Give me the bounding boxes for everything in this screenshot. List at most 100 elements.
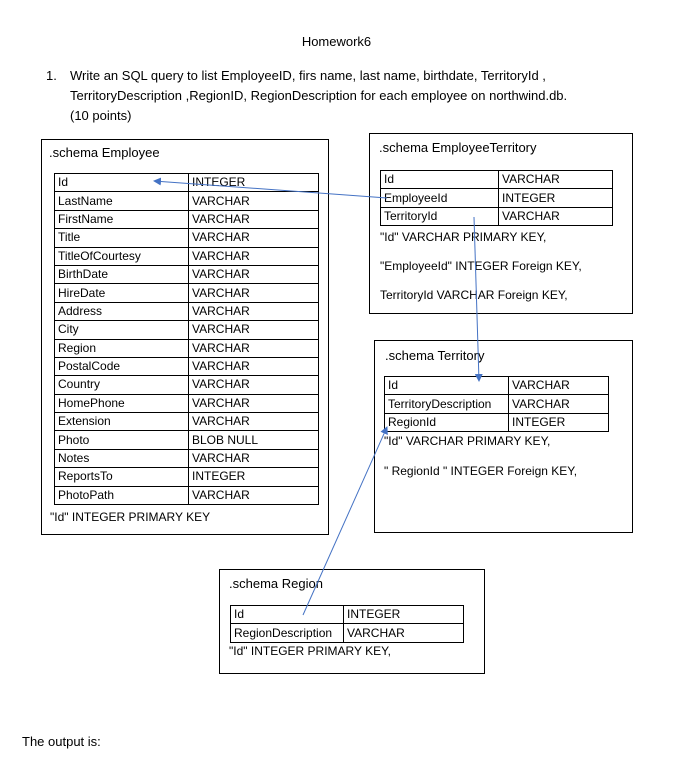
column-type: VARCHAR	[188, 485, 319, 506]
column-type: VARCHAR	[188, 375, 319, 395]
employee-schema-title: .schema Employee	[49, 145, 160, 160]
page-title: Homework6	[301, 34, 372, 49]
column-name: LastName	[54, 191, 189, 211]
column-name: PostalCode	[54, 356, 189, 377]
employee-territory-note: TerritoryId VARCHAR Foreign KEY,	[380, 288, 568, 302]
column-type: INTEGER	[343, 604, 464, 625]
column-name: TerritoryId	[380, 206, 499, 227]
column-name: Id	[380, 169, 499, 190]
column-type: VARCHAR	[188, 338, 319, 358]
column-type: INTEGER	[508, 412, 609, 433]
question-line: Write an SQL query to list EmployeeID, f…	[70, 68, 546, 83]
territory-schema-title: .schema Territory	[385, 348, 485, 363]
column-name: Extension	[54, 412, 189, 432]
column-name: PhotoPath	[54, 485, 189, 506]
column-name: Id	[230, 604, 344, 625]
column-type: VARCHAR	[188, 412, 319, 432]
column-type: VARCHAR	[343, 623, 464, 643]
column-type: VARCHAR	[508, 375, 609, 396]
question-line: (10 points)	[70, 108, 132, 123]
question-number: 1.	[46, 68, 57, 83]
column-name: Region	[54, 338, 189, 358]
employee-territory-schema-box	[369, 133, 633, 314]
column-name: City	[54, 320, 189, 340]
column-name: Title	[54, 228, 189, 248]
column-name: BirthDate	[54, 264, 189, 285]
column-type: VARCHAR	[188, 393, 319, 414]
column-name: RegionId	[384, 412, 509, 433]
question-text: Write an SQL query to list EmployeeID, f…	[70, 66, 630, 126]
column-type: VARCHAR	[188, 246, 319, 266]
column-type: VARCHAR	[188, 228, 319, 248]
column-type: INTEGER	[498, 188, 613, 208]
employee-territory-note: "Id" VARCHAR PRIMARY KEY,	[380, 230, 547, 244]
column-name: Notes	[54, 448, 189, 469]
territory-note: " RegionId " INTEGER Foreign KEY,	[384, 464, 578, 478]
column-type: VARCHAR	[188, 356, 319, 377]
column-name: TitleOfCourtesy	[54, 246, 189, 266]
question-line: TerritoryDescription ,RegionID, RegionDe…	[70, 88, 568, 103]
column-type: VARCHAR	[188, 448, 319, 469]
output-label: The output is:	[22, 734, 101, 749]
column-type: VARCHAR	[188, 209, 319, 230]
column-type: INTEGER	[188, 172, 319, 193]
column-name: HomePhone	[54, 393, 189, 414]
column-name: Address	[54, 301, 189, 322]
column-type: VARCHAR	[188, 191, 319, 211]
column-type: BLOB NULL	[188, 430, 319, 450]
column-name: FirstName	[54, 209, 189, 230]
column-name: Country	[54, 375, 189, 395]
column-name: HireDate	[54, 283, 189, 303]
territory-note: "Id" VARCHAR PRIMARY KEY,	[384, 434, 551, 448]
column-type: INTEGER	[188, 467, 319, 487]
employee-schema-box	[41, 139, 329, 535]
region-schema-title: .schema Region	[229, 576, 323, 591]
column-type: VARCHAR	[498, 206, 613, 227]
column-type: VARCHAR	[498, 169, 613, 190]
column-type: VARCHAR	[188, 264, 319, 285]
column-type: VARCHAR	[188, 301, 319, 322]
column-name: Id	[54, 172, 189, 193]
column-name: Id	[384, 375, 509, 396]
employee-territory-schema-title: .schema EmployeeTerritory	[379, 140, 537, 155]
column-name: EmployeeId	[380, 188, 499, 208]
column-name: TerritoryDescription	[384, 394, 509, 414]
column-type: VARCHAR	[188, 283, 319, 303]
employee-territory-note: "EmployeeId" INTEGER Foreign KEY,	[380, 259, 582, 273]
column-type: VARCHAR	[508, 394, 609, 414]
column-name: Photo	[54, 430, 189, 450]
region-pk-note: "Id" INTEGER PRIMARY KEY,	[229, 644, 391, 658]
column-name: RegionDescription	[230, 623, 344, 643]
column-type: VARCHAR	[188, 320, 319, 340]
employee-pk-note: "Id" INTEGER PRIMARY KEY	[50, 510, 211, 524]
